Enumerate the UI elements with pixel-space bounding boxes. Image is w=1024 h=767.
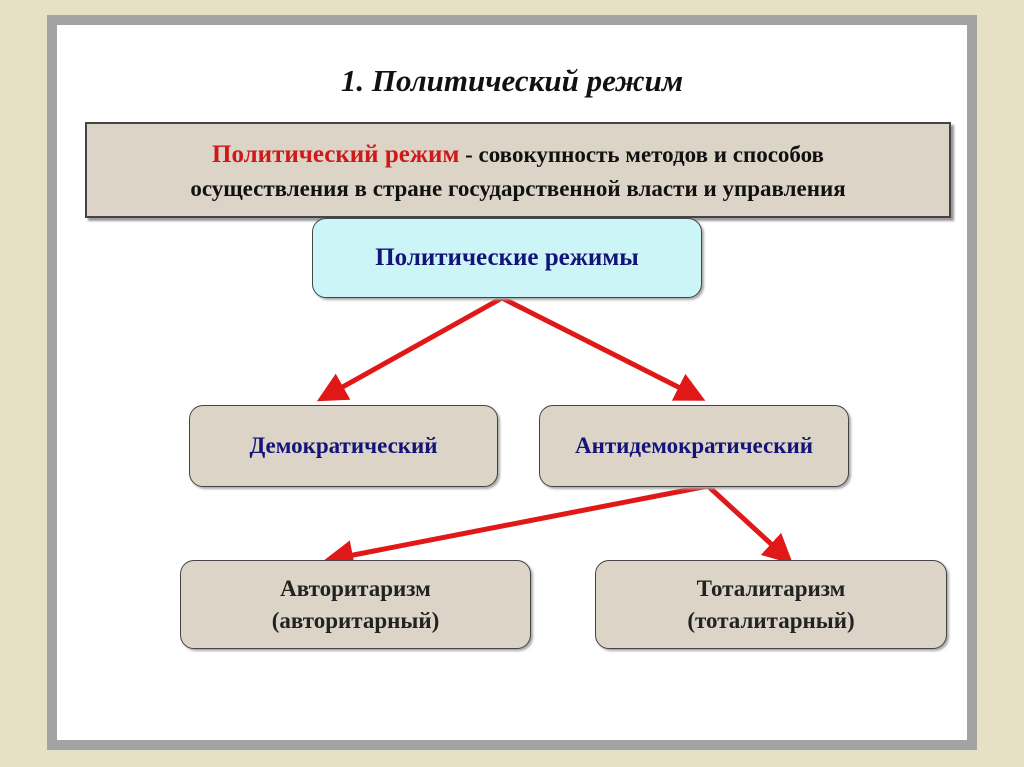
arrow-root-democratic <box>316 295 504 402</box>
arrow-anti-totalitarian <box>706 484 794 565</box>
definition-text-1: - совокупность методов и способов <box>459 142 824 167</box>
totalitarian-label: Тоталитаризм <box>696 575 846 601</box>
antidemocratic-box: Антидемократический <box>539 405 849 487</box>
antidemocratic-label: Антидемократический <box>574 433 814 458</box>
definition-text-2: осуществления в стране государственной в… <box>190 176 846 201</box>
arrow-anti-authoritarian <box>323 483 709 570</box>
arrow-root-antidemocratic <box>500 295 706 401</box>
slide-title: 1. Политический режим <box>340 63 684 98</box>
totalitarian-sub: (тоталитарный) <box>687 607 855 633</box>
root-label: Политические режимы <box>375 244 639 271</box>
totalitarian-box: Тоталитаризм (тоталитарный) <box>595 560 947 649</box>
definition-box: Политический режим - совокупность методо… <box>85 122 951 218</box>
definition-term: Политический режим <box>212 141 460 168</box>
authoritarian-label: Авторитаризм <box>280 575 431 601</box>
democratic-box: Демократический <box>189 405 498 487</box>
authoritarian-box: Авторитаризм (авторитарный) <box>180 560 531 649</box>
democratic-label: Демократический <box>249 433 438 458</box>
root-box: Политические режимы <box>312 218 702 298</box>
authoritarian-sub: (авторитарный) <box>271 607 440 633</box>
